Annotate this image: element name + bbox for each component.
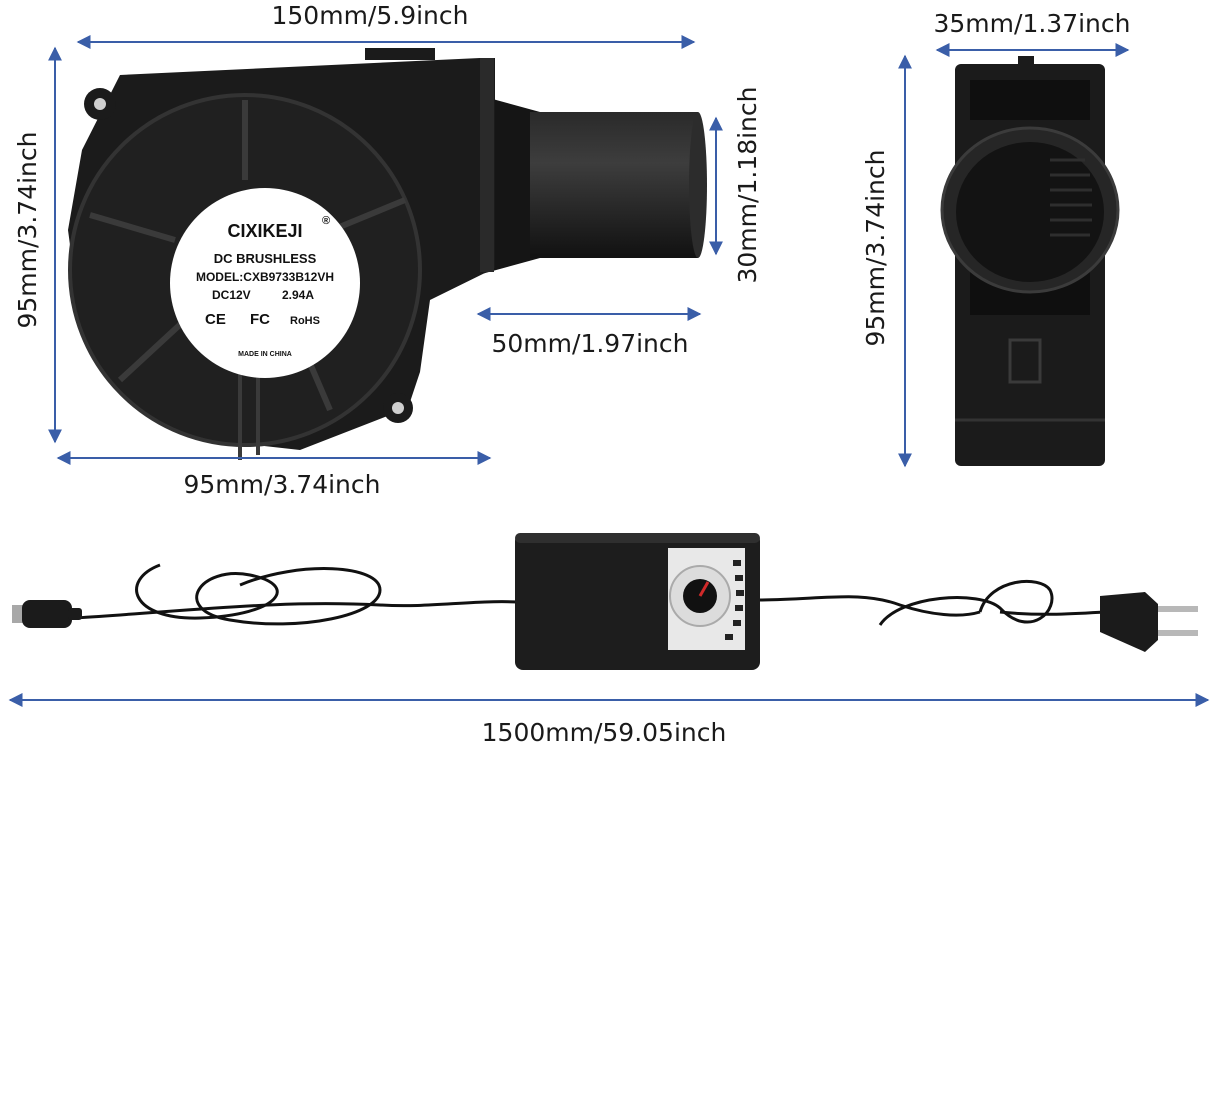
dc-plug-icon: [12, 600, 82, 628]
blower-height-label: 95mm/3.74inch: [13, 132, 42, 329]
ce-mark-icon: CE: [205, 311, 226, 328]
dimension-outlet-diameter: 30mm/1.18inch: [709, 87, 762, 284]
fan-brand: CIXIKEJI: [227, 221, 302, 241]
dimension-outlet-length: 50mm/1.97inch: [476, 307, 702, 358]
registered-mark: ®: [322, 215, 330, 227]
blower-side-view-icon: [940, 56, 1120, 466]
dimension-blower-length: 150mm/5.9inch: [76, 1, 696, 49]
speed-controller-icon: [515, 533, 760, 670]
fc-mark-icon: FC: [250, 311, 270, 328]
fan-type: DC BRUSHLESS: [214, 251, 317, 266]
dimension-side-width: 35mm/1.37inch: [934, 9, 1131, 57]
fan-model: MODEL:CXB9733B12VH: [196, 270, 334, 284]
ac-plug-icon: [1100, 592, 1198, 652]
dimension-blower-body-width: 95mm/3.74inch: [56, 451, 492, 499]
outlet-diameter-label: 30mm/1.18inch: [733, 87, 762, 284]
rohs-mark-icon: RoHS: [290, 315, 320, 327]
side-width-label: 35mm/1.37inch: [934, 9, 1131, 38]
body-width-label: 95mm/3.74inch: [184, 470, 381, 499]
blower-length-label: 150mm/5.9inch: [272, 1, 469, 30]
dimension-blower-height: 95mm/3.74inch: [13, 46, 62, 444]
dimension-cable-length: 1500mm/59.05inch: [8, 693, 1210, 747]
fan-current: 2.94A: [282, 288, 314, 302]
fan-origin: MADE IN CHINA: [238, 351, 292, 358]
outlet-length-label: 50mm/1.97inch: [492, 329, 689, 358]
cable-length-label: 1500mm/59.05inch: [482, 718, 727, 747]
power-cable: [74, 563, 1106, 626]
dimension-side-height: 95mm/3.74inch: [861, 54, 912, 468]
side-height-label: 95mm/3.74inch: [861, 150, 890, 347]
fan-voltage: DC12V: [212, 288, 251, 302]
blower-fan-icon: CIXIKEJI ® DC BRUSHLESS MODEL:CXB9733B12…: [68, 48, 707, 460]
